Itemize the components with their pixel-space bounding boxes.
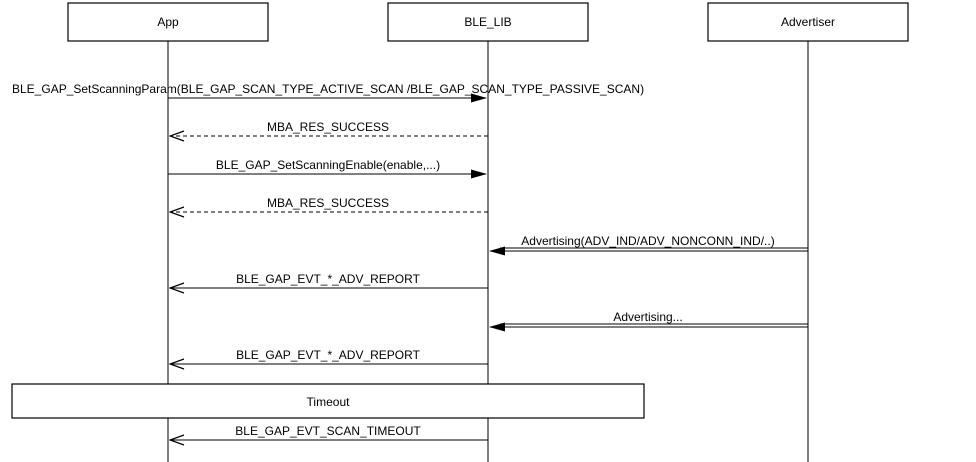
message-label: MBA_RES_SUCCESS: [267, 120, 389, 134]
message-label: BLE_GAP_EVT_*_ADV_REPORT: [236, 272, 421, 286]
message-label: BLE_GAP_EVT_SCAN_TIMEOUT: [235, 424, 421, 438]
participant-advertiser: Advertiser: [707, 2, 909, 42]
timeout-label: Timeout: [307, 395, 351, 409]
message-label: MBA_RES_SUCCESS: [267, 196, 389, 210]
message-res-success-1: MBA_RES_SUCCESS: [170, 120, 488, 136]
message-res-success-2: MBA_RES_SUCCESS: [170, 196, 488, 212]
participant-app-label: App: [157, 15, 179, 29]
message-advertising-2: Advertising...: [489, 310, 808, 332]
message-set-scanning-param: BLE_GAP_SetScanningParam(BLE_GAP_SCAN_TY…: [12, 82, 644, 103]
message-adv-report-1: BLE_GAP_EVT_*_ADV_REPORT: [170, 272, 488, 288]
message-set-scanning-enable: BLE_GAP_SetScanningEnable(enable,...): [168, 158, 487, 179]
participant-ble-lib: BLE_LIB: [387, 2, 589, 42]
timeout-box: Timeout: [11, 383, 645, 419]
message-advertising-1: Advertising(ADV_IND/ADV_NONCONN_IND/..): [489, 234, 808, 256]
participant-app: App: [67, 2, 269, 42]
participant-ble-lib-label: BLE_LIB: [464, 15, 511, 29]
message-label: BLE_GAP_SetScanningParam(BLE_GAP_SCAN_TY…: [12, 82, 644, 96]
message-label: BLE_GAP_SetScanningEnable(enable,...): [216, 158, 440, 172]
message-label: BLE_GAP_EVT_*_ADV_REPORT: [236, 348, 421, 362]
message-adv-report-2: BLE_GAP_EVT_*_ADV_REPORT: [170, 348, 488, 364]
message-label: Advertising...: [613, 310, 682, 324]
message-label: Advertising(ADV_IND/ADV_NONCONN_IND/..): [521, 234, 774, 248]
participant-advertiser-label: Advertiser: [781, 15, 835, 29]
message-scan-timeout: BLE_GAP_EVT_SCAN_TIMEOUT: [170, 424, 488, 440]
